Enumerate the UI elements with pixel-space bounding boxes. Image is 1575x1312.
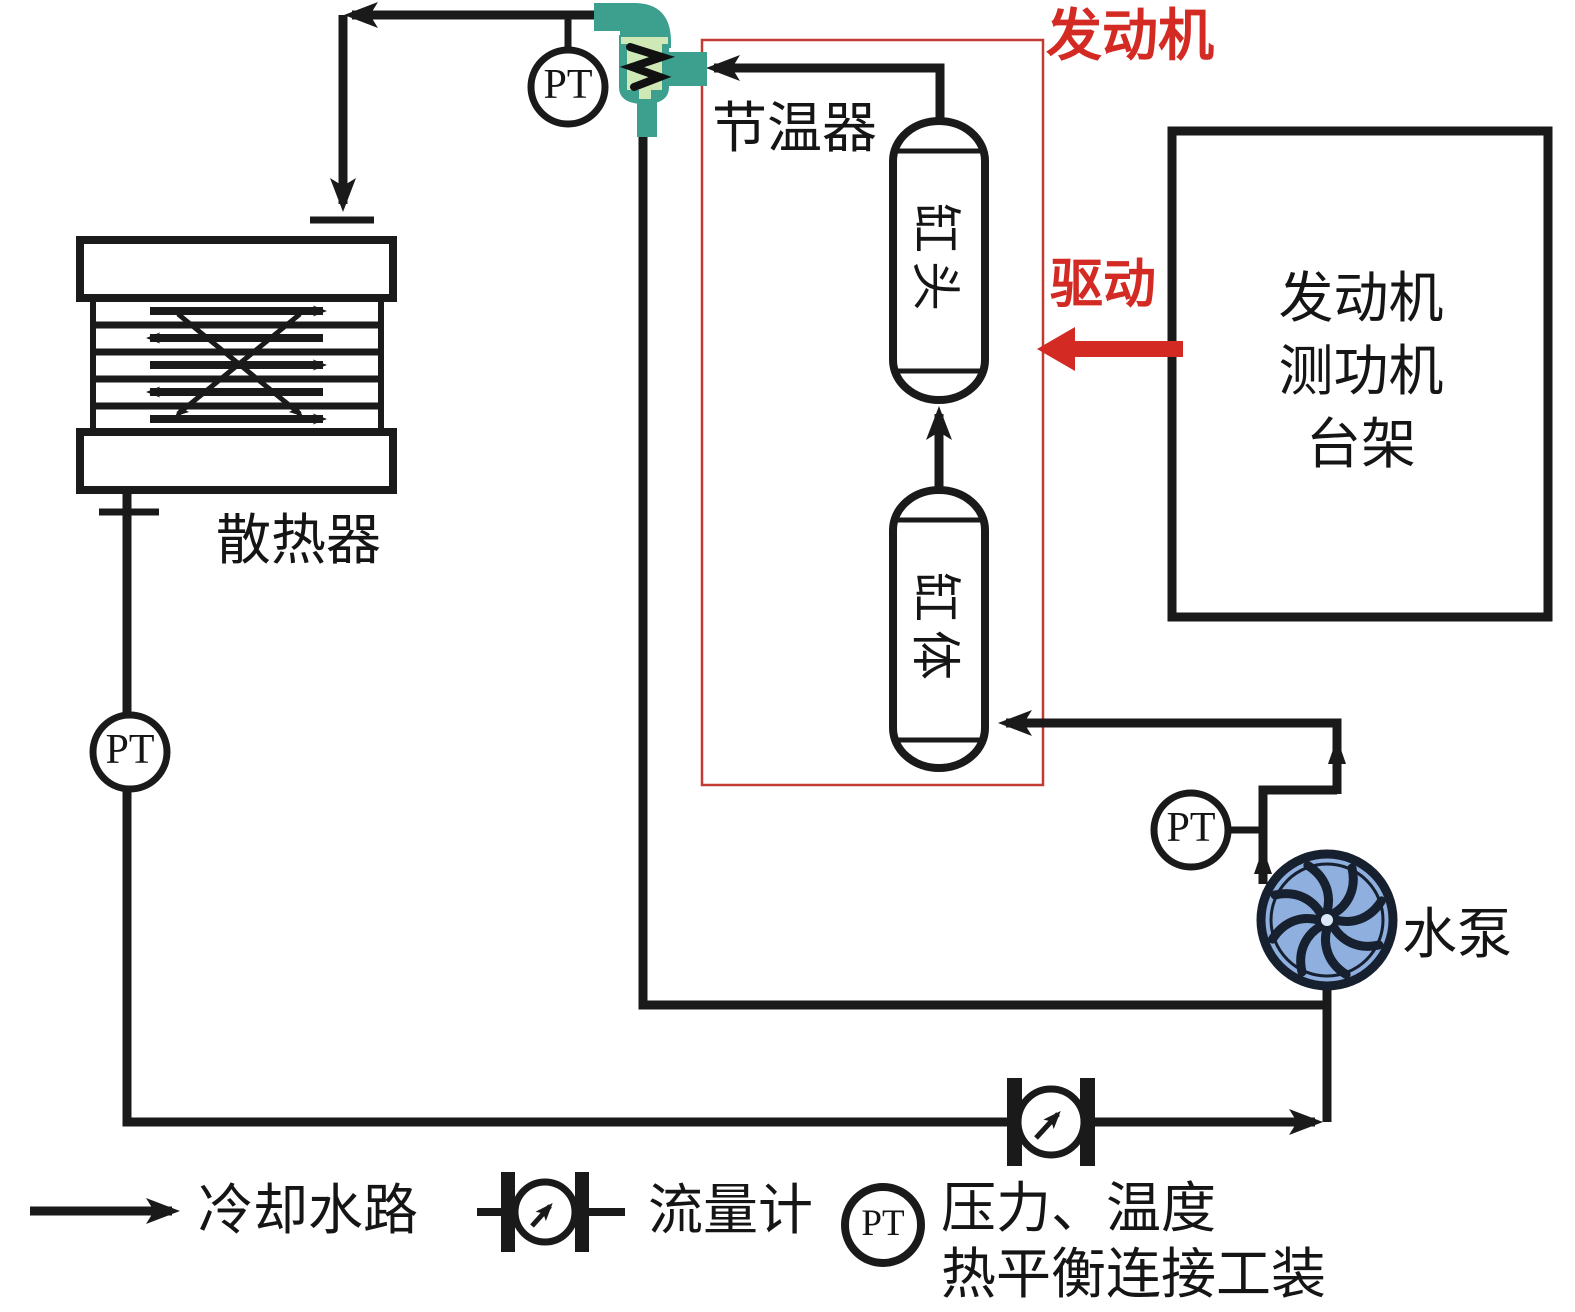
pt-sensor-radiator-return	[89, 711, 171, 793]
thermostat-bottom-port	[637, 97, 657, 137]
pipe-radiator-return	[122, 488, 1009, 1127]
cylinder-block-label: 缸体	[907, 572, 963, 688]
pt-text-radiator-return: PT	[105, 727, 155, 774]
pipe-discharge-to-block	[998, 710, 1342, 794]
pump-impeller	[1268, 861, 1386, 979]
legend-symbols	[30, 1172, 925, 1267]
flow-up-arrow-2	[1254, 848, 1272, 874]
cylinder-block-vessel	[889, 486, 989, 772]
radiator-label: 散热器	[216, 510, 382, 571]
pipe-thermostat-bypass	[638, 137, 1327, 1010]
legend-pt-label-line1: 压力、温度	[941, 1178, 1217, 1239]
engine-label: 发动机	[1046, 6, 1214, 68]
radiator-symbol	[76, 236, 397, 494]
legend-pt-circle	[841, 1183, 925, 1267]
dyno-bench-label-line1: 发动机	[1278, 268, 1444, 329]
water-pump-symbol	[1256, 849, 1398, 991]
cylinder-head-label: 缸头	[907, 203, 963, 319]
cylinder-vessels	[889, 117, 989, 772]
dyno-bench-label-line3: 台架	[1305, 414, 1416, 475]
thermostat-spring	[619, 43, 676, 91]
dyno-bench-label: 发动机 测功机 台架	[1180, 262, 1542, 481]
legend-pt-label-line2: 热平衡连接工装	[941, 1244, 1327, 1305]
pt-text-legend: PT	[861, 1202, 905, 1244]
legend-cooling-path-label: 冷却水路	[198, 1180, 419, 1241]
flow-meter-symbol	[1007, 1078, 1095, 1166]
cylinder-head-vessel	[889, 117, 989, 404]
drive-label: 驱动	[1050, 256, 1156, 314]
thermostat-label: 节温器	[712, 98, 878, 159]
legend-flow-meter-label: 流量计	[648, 1180, 814, 1241]
pt-sensor-thermostat	[527, 46, 609, 128]
pt-sensor-pump	[1150, 789, 1232, 871]
flow-up-arrow-1	[1328, 738, 1346, 764]
pipe-head-to-thermostat	[706, 55, 945, 125]
pt-text-pump: PT	[1166, 805, 1216, 852]
water-pump-label: 水泵	[1402, 904, 1513, 965]
thermostat-valve	[594, 3, 707, 137]
legend-flow-meter	[477, 1172, 625, 1252]
drive-arrow	[1037, 327, 1183, 371]
engine-boundary-box	[700, 38, 1045, 787]
thermostat-right-port	[667, 52, 707, 86]
dyno-bench-label-line2: 测功机	[1278, 341, 1444, 402]
pt-text-thermostat: PT	[543, 62, 593, 109]
cooling-pipes	[99, 1, 1342, 1135]
dyno-bench-box	[1167, 126, 1553, 622]
